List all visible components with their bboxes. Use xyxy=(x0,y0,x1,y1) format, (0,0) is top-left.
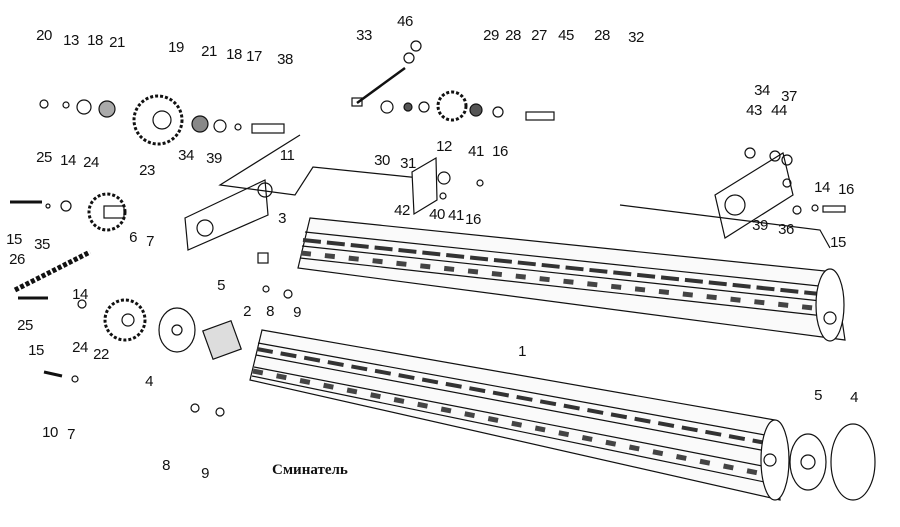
part-label: 22 xyxy=(93,346,109,363)
part-label: 7 xyxy=(146,233,154,250)
part-label: 14 xyxy=(814,179,830,196)
lower-roller xyxy=(249,329,790,501)
part-label: 42 xyxy=(394,202,410,219)
part-label: 2 xyxy=(243,303,251,320)
part-label: 6 xyxy=(129,229,137,246)
part-label: 8 xyxy=(266,303,274,320)
part-label: 30 xyxy=(374,152,390,169)
part-label: 34 xyxy=(754,82,770,99)
part-label: 9 xyxy=(293,304,301,321)
part-label: 21 xyxy=(201,43,217,60)
part-label: 27 xyxy=(531,27,547,44)
part-label: 11 xyxy=(279,147,295,164)
part-label: 21 xyxy=(109,34,125,51)
part-label: 1 xyxy=(518,343,526,360)
part-label: 24 xyxy=(72,339,88,356)
part-label: 35 xyxy=(34,236,50,253)
part-label: 41 xyxy=(468,143,484,160)
part-label: 16 xyxy=(465,211,481,228)
part-label: 10 xyxy=(42,424,58,441)
part-label: 25 xyxy=(17,317,33,334)
part-label: 32 xyxy=(628,29,644,46)
part-label: 9 xyxy=(201,465,209,482)
part-label: 28 xyxy=(594,27,610,44)
part-label: 31 xyxy=(400,155,416,172)
part-label: 16 xyxy=(838,181,854,198)
part-label: 46 xyxy=(397,13,413,30)
part-label: 29 xyxy=(483,27,499,44)
part-label: 24 xyxy=(83,154,99,171)
part-label: 18 xyxy=(226,46,242,63)
part-label: 19 xyxy=(168,39,184,56)
part-label: 40 xyxy=(429,206,445,223)
part-label: 37 xyxy=(781,88,797,105)
part-label: 5 xyxy=(814,387,822,404)
part-label: 8 xyxy=(162,457,170,474)
part-label: 36 xyxy=(778,221,794,238)
part-label: 25 xyxy=(36,149,52,166)
part-label: 4 xyxy=(145,373,153,390)
part-label: 41 xyxy=(448,207,464,224)
part-label: 16 xyxy=(492,143,508,160)
diagram-title: Сминатель xyxy=(272,462,348,478)
part-label: 3 xyxy=(278,210,286,227)
part-label: 28 xyxy=(505,27,521,44)
part-label: 7 xyxy=(67,426,75,443)
part-label: 18 xyxy=(87,32,103,49)
part-label: 39 xyxy=(752,217,768,234)
part-label: 13 xyxy=(63,32,79,49)
part-label: 14 xyxy=(72,286,88,303)
part-label: 43 xyxy=(746,102,762,119)
part-label: 14 xyxy=(60,152,76,169)
part-label: 15 xyxy=(6,231,22,248)
part-label: 34 xyxy=(178,147,194,164)
part-label: 33 xyxy=(356,27,372,44)
part-label: 20 xyxy=(36,27,52,44)
part-label: 45 xyxy=(558,27,574,44)
part-label: 39 xyxy=(206,150,222,167)
part-label: 5 xyxy=(217,277,225,294)
part-label: 15 xyxy=(28,342,44,359)
part-label: 15 xyxy=(830,234,846,251)
part-label: 44 xyxy=(771,102,787,119)
part-label: 23 xyxy=(139,162,155,179)
part-label: 4 xyxy=(850,389,858,406)
part-label: 12 xyxy=(436,138,452,155)
part-label: 38 xyxy=(277,51,293,68)
upper-roller xyxy=(297,217,846,342)
part-label: 17 xyxy=(246,48,262,65)
part-label: 26 xyxy=(9,251,25,268)
